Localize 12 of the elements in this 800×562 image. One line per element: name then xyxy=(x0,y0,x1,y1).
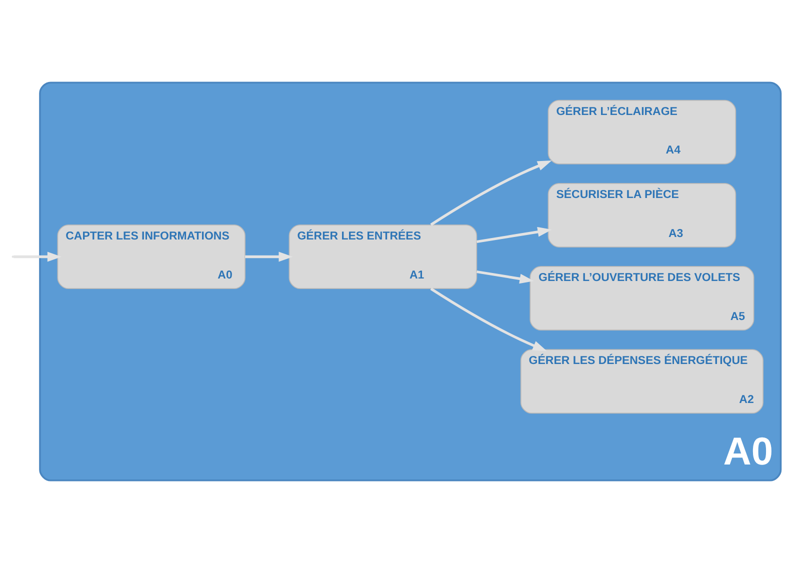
node-box: SÉCURISER LA PIÈCE A3 xyxy=(548,182,736,247)
node-box: GÉRER LES ENTRÉES A1 xyxy=(288,224,478,289)
node-box: CAPTER LES INFORMATIONS A0 xyxy=(57,224,246,289)
node-box: GÉRER L’ÉCLAIRAGE A4 xyxy=(548,99,736,164)
arrow xyxy=(245,251,293,262)
arrow xyxy=(430,287,547,351)
arrow xyxy=(430,160,552,226)
node-box: GÉRER LES DÉPENSES ÉNERGÉTIQUE A2 xyxy=(520,348,764,414)
arrow xyxy=(476,270,534,284)
node-box: GÉRER L’OUVERTURE DES VOLETS A5 xyxy=(530,266,754,330)
arrow xyxy=(476,226,552,243)
arrow xyxy=(14,251,62,262)
